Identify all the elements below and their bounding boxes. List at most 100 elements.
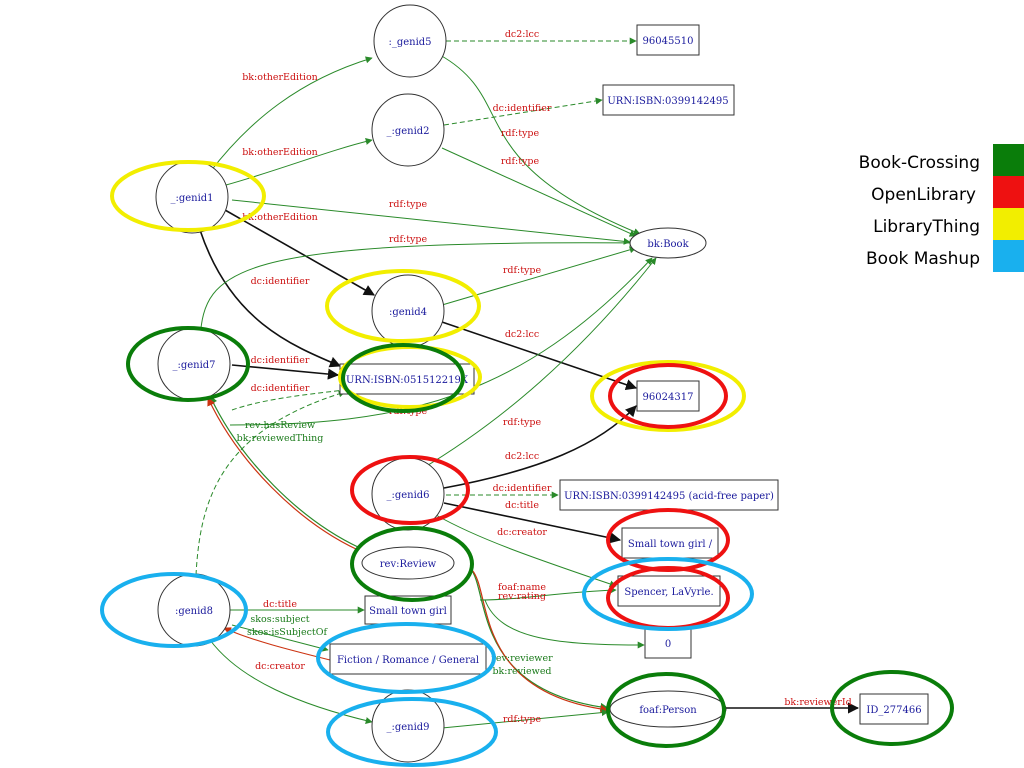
highlight-bookmashup-spencer — [582, 557, 754, 631]
highlight-openlibrary-genid6 — [350, 455, 470, 525]
node-book-label: bk:Book — [647, 239, 689, 250]
edge-genid4-book — [441, 246, 637, 306]
label-skos-subject: skos:subject — [250, 614, 309, 625]
edge-genid6-creator — [435, 514, 617, 588]
highlight-bookcrossing-genid7 — [126, 326, 250, 402]
edge-labels: dc2:lcc bk:otherEdition dc:identifier rd… — [237, 29, 852, 725]
label-foaf-name: foaf:name — [498, 582, 546, 593]
edge-genid7-book — [199, 239, 637, 339]
highlight-bookcrossing-isbn — [341, 343, 465, 413]
edge-review-genid7 — [209, 395, 361, 549]
node-96045510-label: 96045510 — [643, 36, 694, 47]
highlight-librarything-genid1 — [110, 160, 266, 232]
label-dc-identifier-g1: dc:identifier — [251, 276, 310, 287]
edge-genid1-isbn — [199, 229, 342, 368]
node-isbn051512219 — [339, 363, 475, 395]
node-genid2-label: _:genid2 — [386, 126, 429, 137]
node-id277466 — [859, 693, 929, 725]
node-fiction — [329, 643, 487, 675]
legend-label-book-mashup: Book Mashup — [866, 249, 980, 269]
edge-genid1-book — [231, 199, 631, 245]
label-dc-identifier-g7b: dc:identifier — [251, 383, 310, 394]
label-dc2lcc-top: dc2:lcc — [505, 29, 539, 40]
node-genid2 — [371, 93, 445, 167]
node-book — [629, 227, 707, 259]
label-dc-identifier-g6: dc:identifier — [493, 483, 552, 494]
label-dc-title-g8: dc:title — [263, 599, 297, 610]
node-genid6-label: _:genid6 — [386, 490, 429, 501]
node-person-label: foaf:Person — [639, 705, 697, 716]
node-isbn0399142495 — [602, 84, 735, 116]
label-bk-reviewedthing: bk:reviewedThing — [237, 433, 324, 444]
node-96045510 — [636, 24, 700, 56]
label-rdftype-7: rdf:type — [503, 417, 542, 428]
label-rev-hasreview: rev:hasReview — [245, 420, 315, 431]
label-dc-identifier-top: dc:identifier — [493, 103, 552, 114]
label-rev-rating: rev:rating — [498, 591, 546, 602]
edge-genid8-subject — [231, 624, 329, 652]
label-dc2lcc-g6: dc2:lcc — [505, 451, 539, 462]
edge-genid2-book — [441, 147, 637, 237]
node-small-town-girl-slash-label: Small town girl / — [628, 539, 713, 550]
label-dc-creator-g8: dc:creator — [255, 661, 305, 672]
highlight-bookcrossing-person — [606, 672, 726, 748]
highlight-bookmashup-genid9 — [326, 697, 498, 767]
node-genid8-label: :genid8 — [175, 606, 213, 617]
label-rev-reviewer: rev:reviewer — [491, 653, 553, 664]
highlight-bookmashup-fiction — [316, 622, 496, 694]
nodes: :_genid5 _:genid2 _:genid1 :genid4 _:gen… — [155, 4, 929, 763]
label-dc-title-g6: dc:title — [505, 500, 539, 511]
edge-genid1-genid2 — [225, 138, 373, 186]
highlight-librarything-genid4 — [325, 269, 481, 343]
node-96024317 — [636, 380, 700, 412]
label-otheredition-3: bk:otherEdition — [242, 212, 318, 223]
node-spencer-label: Spencer, LaVyrle. — [624, 587, 713, 598]
label-rdftype-2: rdf:type — [501, 156, 540, 167]
label-rdftype-8: rdf:type — [503, 714, 542, 725]
highlight-librarything-96024317 — [590, 360, 746, 432]
label-dc-identifier-g7a: dc:identifier — [251, 355, 310, 366]
node-zero-label: 0 — [665, 639, 671, 650]
label-bk-reviewed: bk:reviewed — [492, 666, 551, 677]
node-small-town-girl-label: Small town girl — [369, 606, 447, 617]
node-small-town-girl-slash — [621, 527, 719, 559]
edge-review-rating — [484, 599, 645, 649]
edge-genid9-person — [441, 709, 609, 729]
node-96024317-label: 96024317 — [643, 392, 694, 403]
label-otheredition-1: bk:otherEdition — [242, 72, 318, 83]
node-genid4-label: :genid4 — [389, 307, 427, 318]
edge-genid5-book — [439, 54, 641, 235]
node-zero — [644, 627, 692, 659]
legend-swatch-book-mashup — [993, 240, 1024, 272]
node-review — [361, 546, 455, 580]
node-genid9-label: _:genid9 — [386, 722, 429, 733]
node-genid1-label: _:genid1 — [170, 193, 213, 204]
node-isbn-acid — [559, 479, 779, 511]
node-isbn0399142495-label: URN:ISBN:0399142495 — [607, 96, 728, 107]
legend: Book-Crossing OpenLibrary LibraryThing B… — [859, 144, 1024, 272]
highlight-openlibrary-96024317 — [608, 363, 728, 429]
edge-review-spencer — [479, 586, 617, 601]
node-spencer — [617, 575, 721, 607]
label-rdftype-5: rdf:type — [503, 265, 542, 276]
node-genid5-label: :_genid5 — [388, 37, 431, 48]
edge-genid8-genid9 — [209, 639, 373, 724]
label-dc-creator-g6: dc:creator — [497, 527, 547, 538]
legend-label-librarything: LibraryThing — [873, 217, 980, 237]
node-genid5 — [373, 4, 447, 78]
node-fiction-label: Fiction / Romance / General — [337, 655, 479, 666]
label-bk-reviewerid: bk:reviewerId — [784, 697, 851, 708]
legend-label-book-crossing: Book-Crossing — [859, 153, 980, 173]
legend-swatch-openlibrary — [993, 176, 1024, 208]
edge-genid1-genid5 — [209, 56, 373, 173]
edge-genid6-title — [443, 502, 622, 544]
edge-genid2-isbn — [443, 97, 603, 126]
legend-swatch-book-crossing — [993, 144, 1024, 176]
legend-label-openlibrary: OpenLibrary — [871, 185, 976, 205]
label-rdftype-3: rdf:type — [389, 199, 428, 210]
node-genid7-label: _:genid7 — [172, 360, 215, 371]
source-highlights — [100, 160, 954, 767]
label-dc2lcc-g4: dc2:lcc — [505, 329, 539, 340]
label-rdftype-4: rdf:type — [389, 234, 428, 245]
